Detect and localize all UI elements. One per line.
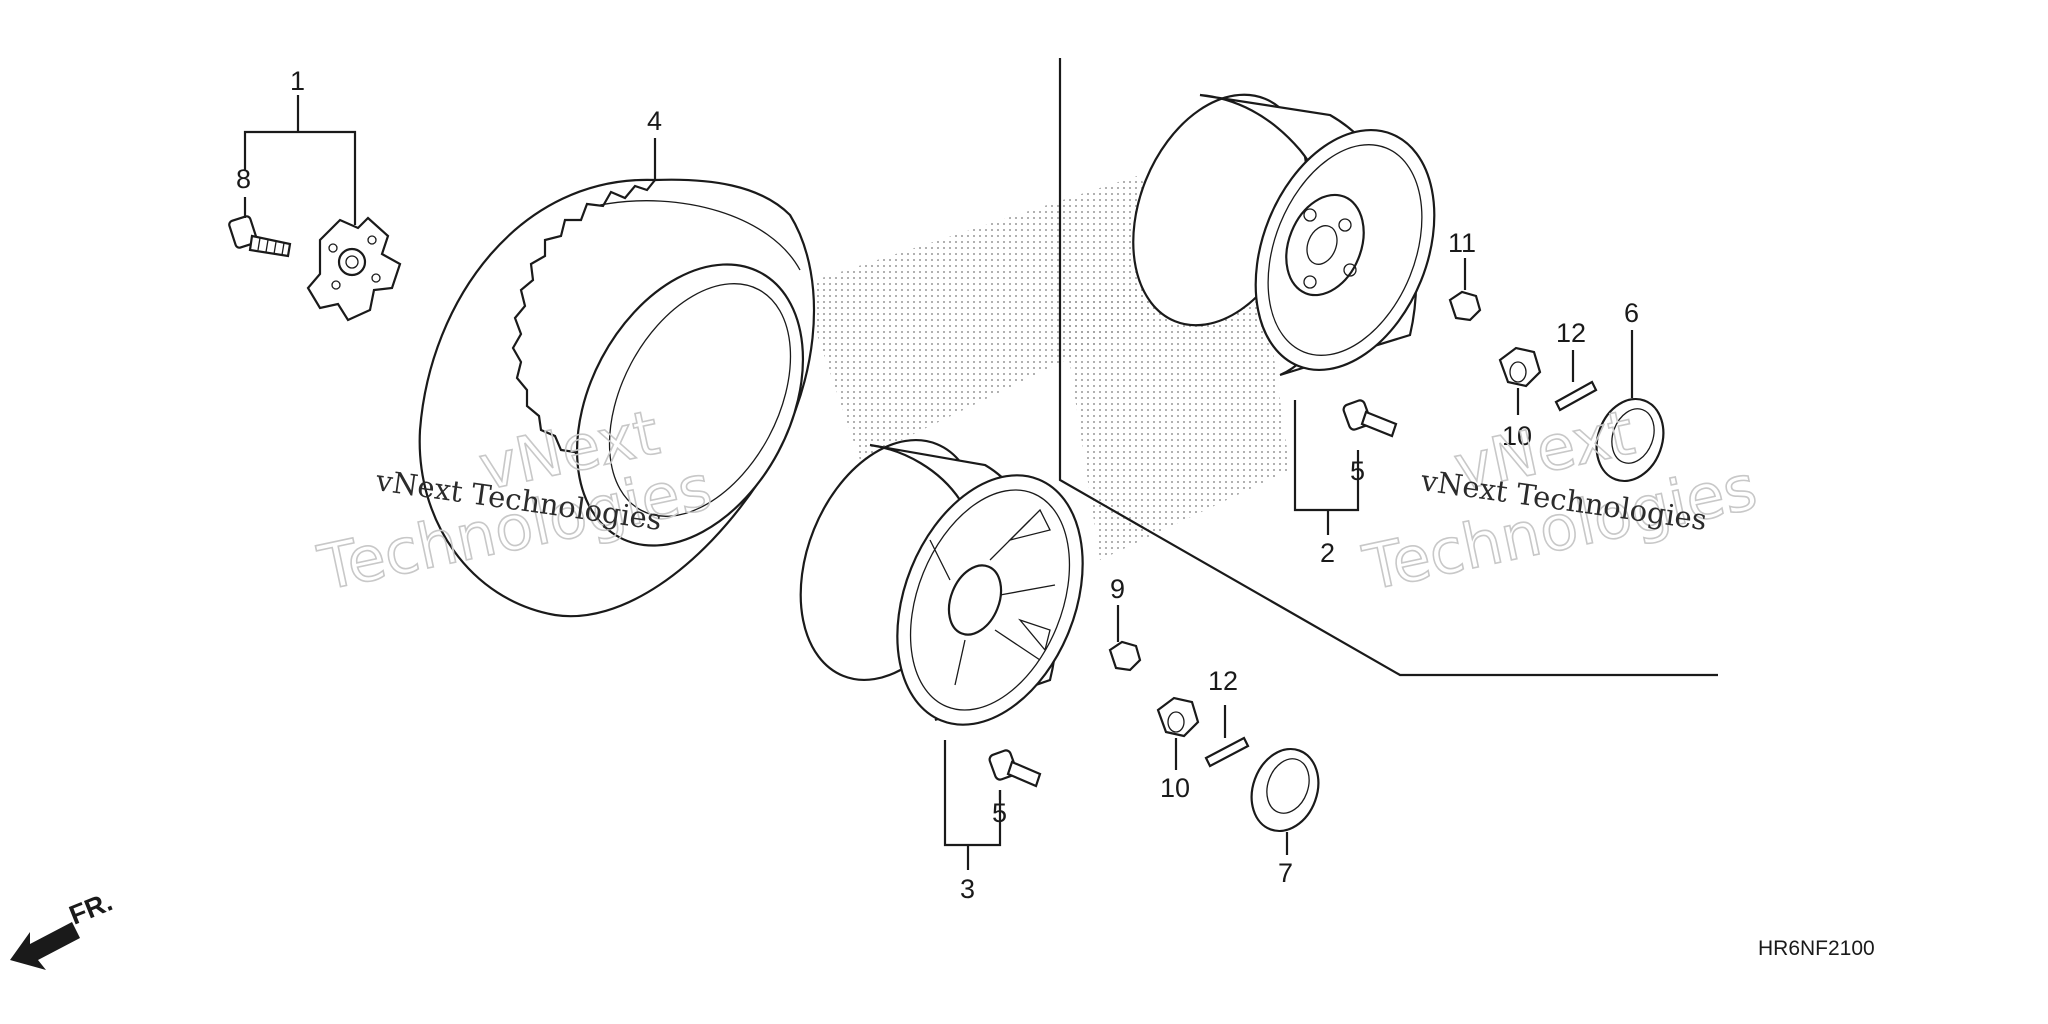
label-part-3: 3 [960,874,975,904]
label-part-6: 6 [1624,298,1639,328]
svg-text:FR.: FR. [65,886,117,930]
nut-9 [1108,640,1142,672]
leader-lines [243,95,1634,870]
label-part-7: 7 [1278,858,1293,888]
group-separator-line [1058,58,1718,677]
label-part-11: 11 [1448,228,1476,258]
label-part-1: 1 [290,66,305,96]
valve-stem-front [988,749,1042,788]
hub-cap-6 [1595,397,1665,483]
label-part-12-rear: 12 [1556,318,1586,348]
label-part-4: 4 [647,106,662,136]
front-direction-arrow: FR. [10,886,117,970]
valve-stem-rear [1342,399,1398,438]
label-part-12-front: 12 [1208,666,1238,696]
cotter-pin-front [1204,736,1250,768]
diagram-code: HR6NF2100 [1758,937,1875,960]
projection-shading [800,175,1290,560]
rear-wheel [1132,93,1436,377]
nut-11 [1448,290,1482,322]
watermark-right: vNext Technologies vNext Technologies [1356,395,1763,606]
lug-nut-10-rear [1498,346,1542,388]
front-wheel [799,439,1084,726]
label-part-8: 8 [236,164,251,194]
label-part-9: 9 [1110,574,1125,604]
hub-cap-7 [1250,747,1320,833]
label-part-10-front: 10 [1160,773,1190,803]
hub-plate [306,216,402,322]
label-part-5-rear: 5 [1350,456,1365,486]
label-part-5-front: 5 [992,798,1007,828]
cotter-pin-rear [1554,380,1598,412]
hub-bolt [228,215,292,258]
label-part-10-rear: 10 [1502,421,1532,451]
label-part-2: 2 [1320,538,1335,568]
tire [418,178,816,618]
lug-nut-10-front [1156,696,1200,738]
